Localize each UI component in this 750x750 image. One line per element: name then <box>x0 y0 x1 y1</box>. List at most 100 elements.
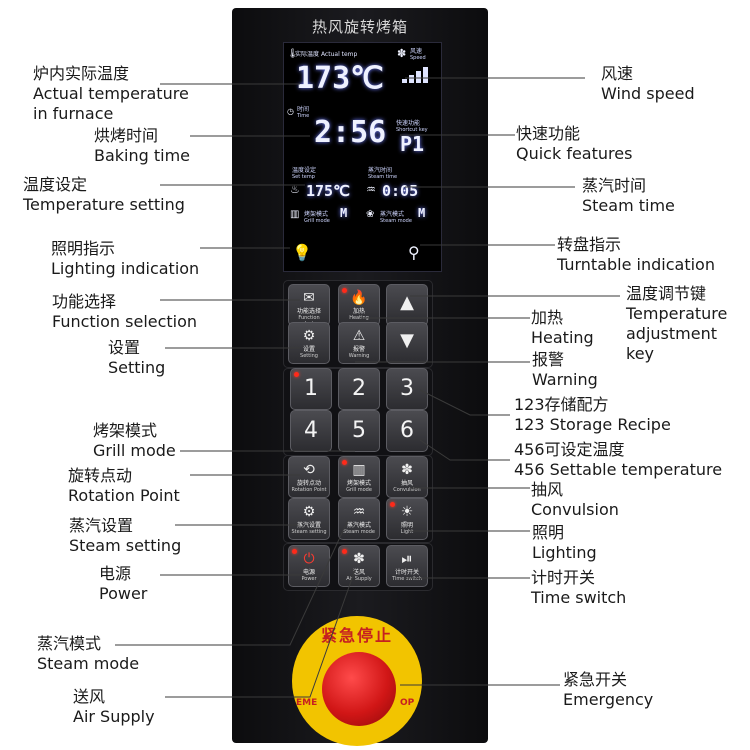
callout-steam-setting: 蒸汽设置 Steam setting <box>69 516 182 555</box>
temp-down-button[interactable]: ▼ <box>386 322 428 364</box>
temp-up-button[interactable]: ▲ <box>386 284 428 326</box>
callout-heating: 加热 Heating <box>531 308 594 347</box>
grill-icon: ▥ <box>290 209 300 220</box>
steam-mode-icon: ❀ <box>366 209 375 220</box>
callout-emergency: 紧急开关 Emergency <box>563 670 654 709</box>
callout-settable-temperature: 456可设定温度 456 Settable temperature <box>514 440 723 479</box>
panel-title: 热风旋转烤箱 <box>311 18 408 36</box>
light-button[interactable]: ☀ 照明 Light <box>386 498 428 540</box>
callout-lighting: 照明 Lighting <box>532 523 597 562</box>
turntable-icon: ⚲ <box>408 243 420 262</box>
grill-mode-label-en: Grill mode <box>304 218 330 224</box>
emergency-side-right: OP <box>400 698 415 708</box>
quick-key-readout: P1 <box>400 132 425 156</box>
callout-temperature-setting: 温度设定 Temperature setting <box>23 175 185 214</box>
fan-icon: ✽ <box>401 462 413 478</box>
time-switch-button[interactable]: ⏯ 计时开关 Time switch <box>386 545 428 587</box>
wind-label-en: Speed <box>410 55 426 61</box>
steam-mode-button[interactable]: ♒ 蒸汽模式 Steam mode <box>338 498 380 540</box>
callout-baking-time: 烘烤时间 Baking time <box>94 126 191 165</box>
power-icon: ⏻ <box>303 551 315 567</box>
flame-icon: 🔥 <box>350 290 368 306</box>
emergency-side-left: EME <box>296 698 318 708</box>
time-label-en: Time <box>297 113 310 119</box>
power-button[interactable]: ⏻ 电源 Power <box>288 545 330 587</box>
set-temp-readout: 175℃ <box>306 182 350 200</box>
callout-storage-recipe: 123存储配方 123 Storage Recipe <box>514 395 671 434</box>
convulsion-button[interactable]: ✽ 抽风 Convulsion <box>386 456 428 498</box>
key-2-button[interactable]: 2 <box>338 368 380 410</box>
emergency-stop-label: 紧急停止 <box>320 626 393 645</box>
callout-quick-features: 快速功能 Quick features <box>516 124 633 163</box>
emergency-stop-ring: 紧急停止 EME OP <box>292 616 422 746</box>
steam-time-label-zh: 蒸汽时间 <box>368 167 393 174</box>
flame-icon: ♨ <box>290 183 300 196</box>
setting-button[interactable]: ⚙ 设置 Setting <box>288 322 330 364</box>
quick-key-label-zh: 快速功能 <box>396 120 421 127</box>
actual-temp-readout: 173℃ <box>296 61 384 96</box>
callout-steam-time: 蒸汽时间 Steam time <box>582 176 675 215</box>
fan-icon: ✽ <box>353 551 365 567</box>
alarm-icon: ⚠ <box>352 328 366 344</box>
key-1-led <box>294 372 299 377</box>
callout-turntable-indication: 转盘指示 Turntable indication <box>557 235 715 274</box>
time-label-zh: 时间 <box>297 106 310 113</box>
set-temp-label-en: Set temp <box>292 174 315 180</box>
key-5-button[interactable]: 5 <box>338 410 380 452</box>
callout-time-switch: 计时开关 Time switch <box>531 568 627 607</box>
actual-temp-label: 实际温度 Actual temp <box>295 51 358 58</box>
quick-key-label-en: Shortcut key <box>396 127 428 133</box>
callout-convulsion: 抽风 Convulsion <box>531 480 619 519</box>
key-3-button[interactable]: 3 <box>386 368 428 410</box>
fan-icon: ✽ <box>397 47 407 60</box>
steam-icon: ♒ <box>366 183 376 196</box>
wind-label-zh: 风速 <box>410 48 423 55</box>
steam-time-label-en: Steam time <box>368 174 398 180</box>
callout-setting: 设置 Setting <box>108 338 166 377</box>
gear-icon: ⚙ <box>302 504 316 520</box>
light-led <box>390 502 395 507</box>
callout-warning: 报警 Warning <box>532 350 598 389</box>
wind-speed-bars <box>402 67 428 83</box>
callout-actual-temperature: 炉内实际温度 Actual temperature in furnace <box>33 64 189 123</box>
grill-mode-led <box>342 460 347 465</box>
air-supply-button[interactable]: ✽ 送风 Air Supply <box>338 545 380 587</box>
function-select-button[interactable]: ✉ 功能选择 Function selector <box>288 284 330 327</box>
rotation-icon: ⟲ <box>303 462 315 478</box>
grill-mode-label-zh: 烤架模式 <box>304 211 329 218</box>
power-led <box>292 549 297 554</box>
baking-time-readout: 2:56 <box>314 115 387 150</box>
key-4-button[interactable]: 4 <box>290 410 332 452</box>
lcd-display: 🌡 实际温度 Actual temp 173℃ ✽ 风速 Speed ◷ 时间 … <box>283 42 442 272</box>
arrow-up-icon: ▲ <box>400 292 414 313</box>
key-6-button[interactable]: 6 <box>386 410 428 452</box>
callout-wind-speed: 风速 Wind speed <box>601 64 695 103</box>
emergency-stop-button[interactable] <box>322 652 396 726</box>
grill-mode-button[interactable]: ▥ 烤架模式 Grill mode <box>338 456 380 498</box>
callout-rotation-point: 旋转点动 Rotation Point <box>68 466 180 505</box>
clock-icon: ◷ <box>287 107 294 116</box>
steam-setting-button[interactable]: ⚙ 蒸汽设置 Steam setting <box>288 498 330 540</box>
play-pause-icon: ⏯ <box>401 551 413 567</box>
arrow-down-icon: ▼ <box>400 330 414 351</box>
grill-mode-readout: M <box>340 206 348 220</box>
steam-icon: ♒ <box>352 504 366 520</box>
air-supply-led <box>342 549 347 554</box>
gear-icon: ⚙ <box>302 328 316 344</box>
rotation-point-button[interactable]: ⟲ 旋转点动 Rotation Point <box>288 456 330 498</box>
lightbulb-icon: ☀ <box>400 504 414 520</box>
lightbulb-icon: 💡 <box>292 243 312 262</box>
steam-mode-readout: M <box>418 206 426 220</box>
callout-power: 电源 Power <box>99 564 148 603</box>
grill-icon: ▥ <box>352 462 366 478</box>
envelope-icon: ✉ <box>303 290 315 306</box>
thermometer-icon: 🌡 <box>287 49 299 59</box>
warning-button[interactable]: ⚠ 报警 Warning <box>338 322 380 364</box>
set-temp-label-zh: 温度设定 <box>292 167 317 174</box>
callout-air-supply: 送风 Air Supply <box>73 687 155 726</box>
key-1-button[interactable]: 1 <box>290 368 332 410</box>
steam-mode-label-en: Steam mode <box>380 218 412 224</box>
callout-temperature-adjustment: 温度调节键 Temperature adjustment key <box>626 284 728 363</box>
heating-led <box>342 288 347 293</box>
